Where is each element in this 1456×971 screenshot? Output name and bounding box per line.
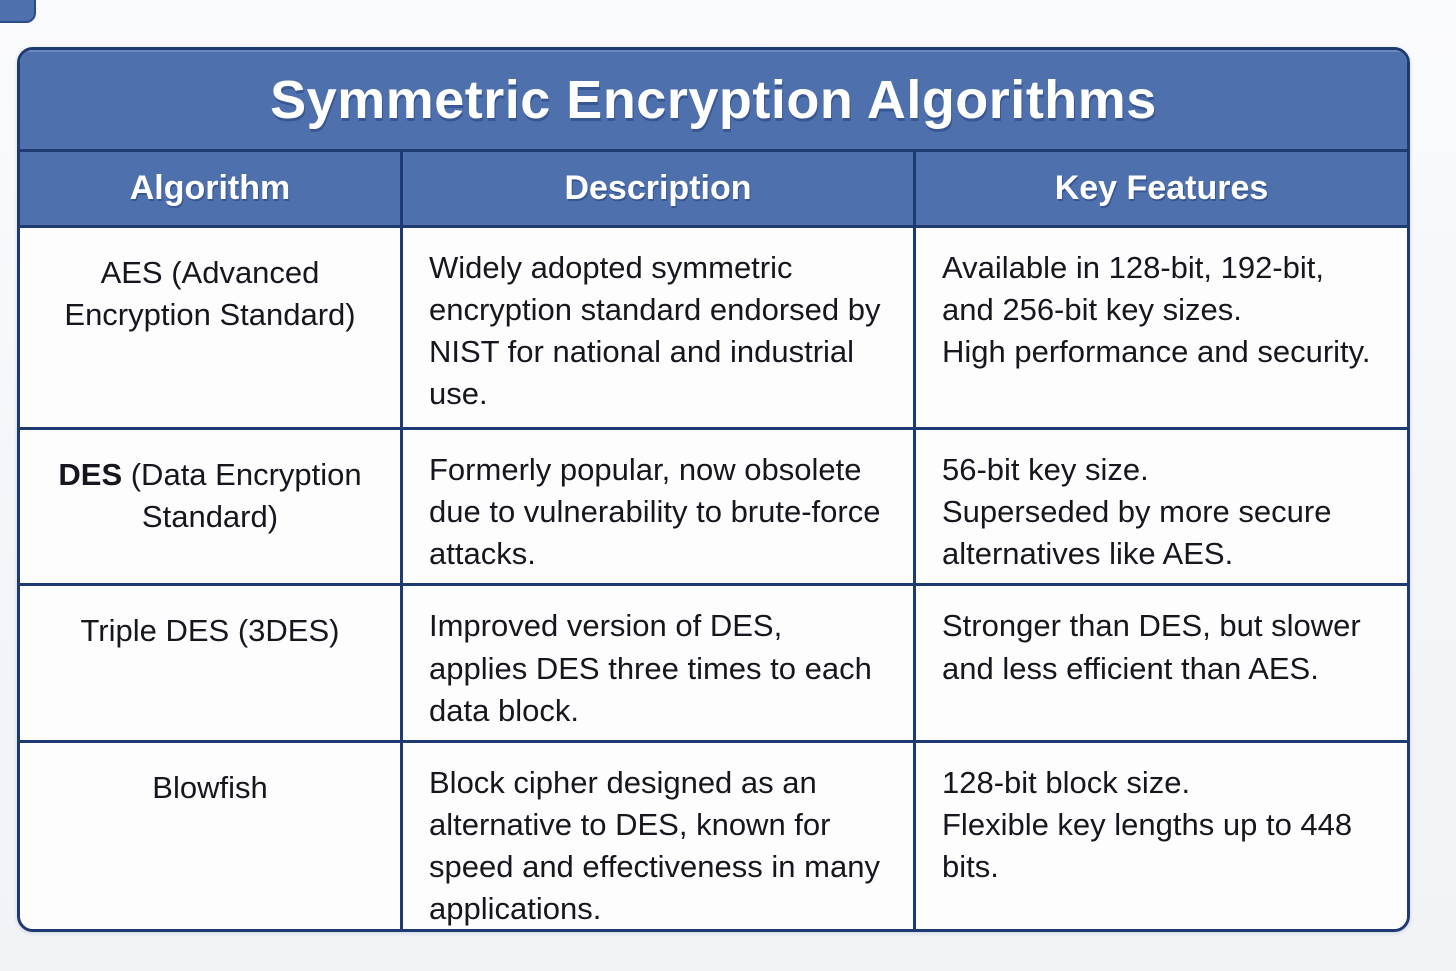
column-header-key-features: Key Features (913, 152, 1407, 225)
column-header-algorithm: Algorithm (129, 169, 291, 207)
page-title: Symmetric Encryption Algorithms (270, 69, 1157, 130)
table-body: AES (Advanced Encryption Standard) Widel… (20, 228, 1407, 929)
key-features-cell: Stronger than DES, but slower and less e… (913, 586, 1407, 740)
algorithm-cell: Blowfish (20, 743, 400, 929)
description-cell: Improved version of DES, applies DES thr… (400, 586, 913, 740)
algorithm-cell: Triple DES (3DES) (20, 586, 400, 739)
table-row-blowfish: Blowfish Block cipher designed as an alt… (20, 742, 1407, 929)
table-row-3des: Triple DES (3DES) Improved version of DE… (20, 586, 1407, 743)
description-cell: Block cipher designed as an alternative … (400, 742, 913, 929)
algorithm-cell: AES (Advanced Encryption Standard) (20, 228, 400, 427)
algorithm-name: AES (Advanced Encryption Standard) (64, 255, 356, 333)
corner-decoration (0, 0, 36, 23)
table-title-band: Symmetric Encryption Algorithms (20, 50, 1407, 152)
table-header-row: Algorithm Description Key Features (20, 152, 1407, 228)
table-row-aes: AES (Advanced Encryption Standard) Widel… (20, 228, 1407, 430)
algorithm-cell: DES (Data Encryption Standard) (20, 430, 400, 583)
algorithm-name: Triple DES (3DES) (80, 613, 340, 649)
column-header-description: Description (400, 152, 913, 225)
key-features-cell: 56-bit key size. Superseded by more secu… (913, 430, 1407, 584)
table-row-des: DES (Data Encryption Standard) Formerly … (20, 430, 1407, 587)
encryption-table: Symmetric Encryption Algorithms Algorith… (17, 47, 1410, 932)
key-features-cell: Available in 128-bit, 192-bit, and 256-b… (913, 228, 1407, 427)
algorithm-name-bold: DES (58, 457, 123, 492)
key-features-cell: 128-bit block size. Flexible key lengths… (913, 742, 1407, 929)
description-cell: Widely adopted symmetric encryption stan… (400, 228, 913, 427)
algorithm-name: Blowfish (152, 769, 268, 805)
description-cell: Formerly popular, now obsolete due to vu… (400, 430, 913, 584)
algorithm-name: (Data Encryption Standard) (122, 457, 362, 535)
